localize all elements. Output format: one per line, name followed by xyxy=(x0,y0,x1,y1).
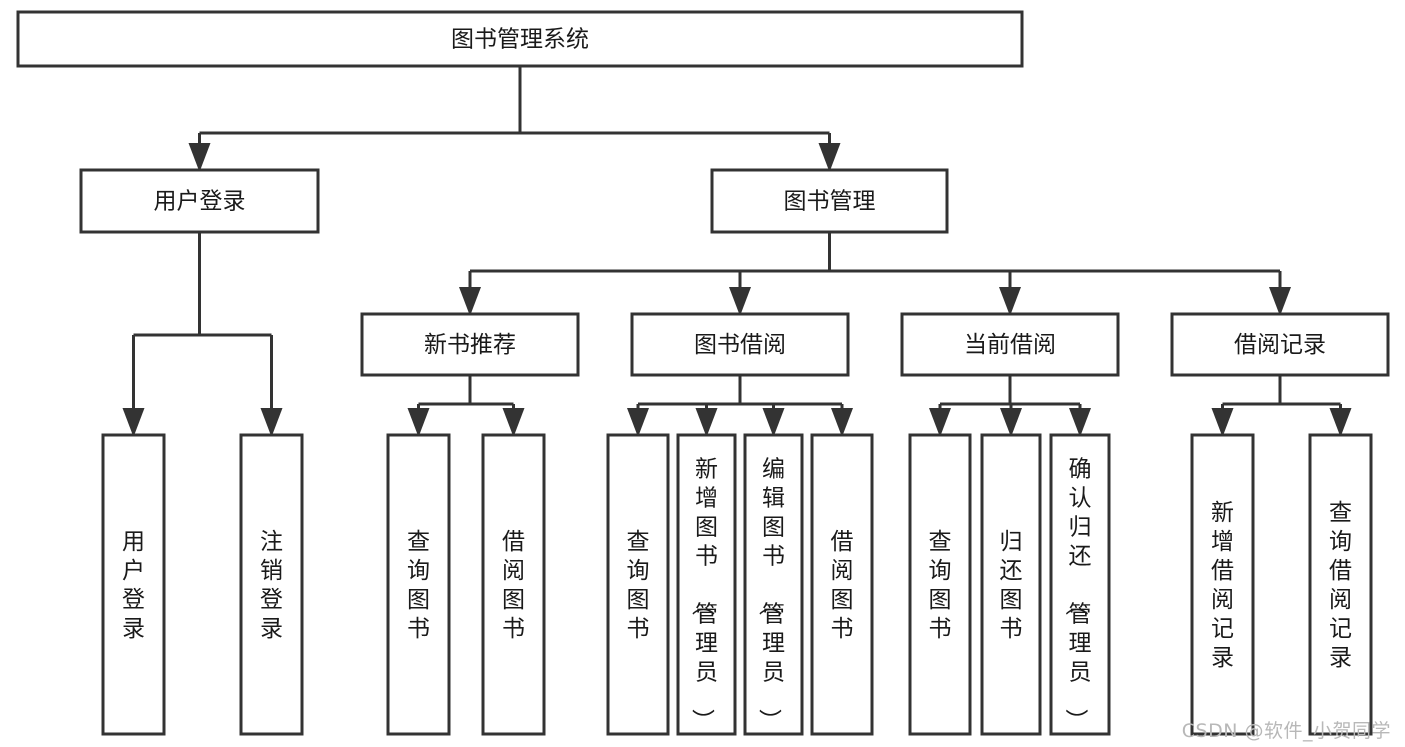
arrow-head-icon xyxy=(260,408,283,437)
node-book-manage[interactable]: 图书管理 xyxy=(710,168,949,234)
edge-group-book-manage-to-level2 xyxy=(459,232,1291,316)
node-leaf-return-book-box[interactable] xyxy=(980,433,1042,736)
arrow-head-icon xyxy=(1329,408,1352,437)
node-leaf-confirm-return[interactable]: 确认归还（管理员） xyxy=(1049,433,1111,736)
node-root-box[interactable] xyxy=(16,10,1024,68)
node-leaf-confirm-return-label: 确认归还（管理员） xyxy=(1063,457,1092,732)
node-leaf-query-borrow-record-box[interactable] xyxy=(1308,433,1373,736)
node-current-borrow[interactable]: 当前借阅 xyxy=(900,312,1120,377)
node-leaf-confirm-return-box[interactable] xyxy=(1049,433,1111,736)
node-new-book-recommend-box[interactable] xyxy=(360,312,580,377)
node-leaf-query-book-rec-box[interactable] xyxy=(386,433,451,736)
arrow-head-icon xyxy=(1211,408,1234,437)
node-leaf-edit-book[interactable]: 编辑图书（管理员） xyxy=(743,433,804,736)
node-leaf-user-logout-box[interactable] xyxy=(239,433,304,736)
arrow-head-icon xyxy=(502,408,525,437)
node-leaf-query-book-rec[interactable]: 查询图书 xyxy=(386,433,451,736)
arrow-head-icon xyxy=(729,287,751,316)
arrow-head-icon xyxy=(929,408,951,437)
watermark-text: CSDN @软件_小贺同学 xyxy=(1181,720,1391,742)
node-borrow-record-box[interactable] xyxy=(1170,312,1390,377)
node-leaf-borrow-book-rec[interactable]: 借阅图书 xyxy=(481,433,546,736)
node-leaf-return-book-label: 归还图书 xyxy=(1000,529,1023,642)
arrow-head-icon xyxy=(1269,287,1291,316)
node-book-manage-label: 图书管理 xyxy=(784,189,876,215)
arrow-head-icon xyxy=(762,408,785,437)
node-book-borrow[interactable]: 图书借阅 xyxy=(630,312,850,377)
nodes-layer: 图书管理系统用户登录图书管理新书推荐图书借阅当前借阅借阅记录用户登录注销登录查询… xyxy=(16,10,1390,736)
node-leaf-user-logout-label: 注销登录 xyxy=(260,529,283,642)
node-leaf-user-login-box[interactable] xyxy=(101,433,166,736)
node-leaf-query-book-cur-box[interactable] xyxy=(908,433,972,736)
node-leaf-edit-book-box[interactable] xyxy=(743,433,804,736)
edge-group-current-borrow-to-leaves xyxy=(929,375,1091,437)
node-user-login[interactable]: 用户登录 xyxy=(79,168,320,234)
node-leaf-user-login-label: 用户登录 xyxy=(122,529,145,642)
node-leaf-user-login[interactable]: 用户登录 xyxy=(101,433,166,736)
node-leaf-query-borrow-record-label: 查询借阅记录 xyxy=(1329,500,1352,671)
edge-group-borrow-record-to-leaves xyxy=(1211,375,1352,437)
node-book-manage-box[interactable] xyxy=(710,168,949,234)
node-current-borrow-box[interactable] xyxy=(900,312,1120,377)
node-leaf-query-borrow-record[interactable]: 查询借阅记录 xyxy=(1308,433,1373,736)
node-leaf-user-logout[interactable]: 注销登录 xyxy=(239,433,304,736)
node-leaf-borrow-book-box[interactable] xyxy=(810,433,874,736)
node-book-borrow-label: 图书借阅 xyxy=(694,332,786,358)
arrow-head-icon xyxy=(1000,408,1022,437)
arrow-head-icon xyxy=(459,287,481,316)
node-leaf-query-book-borrow-box[interactable] xyxy=(606,433,670,736)
edge-group-root-to-level1 xyxy=(188,66,841,172)
node-root-label: 图书管理系统 xyxy=(451,27,589,53)
node-leaf-add-borrow-record[interactable]: 新增借阅记录 xyxy=(1190,433,1255,736)
node-leaf-add-book-label: 新增图书（管理员） xyxy=(689,457,718,732)
arrow-head-icon xyxy=(1069,408,1091,437)
arrow-head-icon xyxy=(122,408,145,437)
node-leaf-query-book-cur[interactable]: 查询图书 xyxy=(908,433,972,736)
arrow-head-icon xyxy=(818,143,841,172)
node-borrow-record[interactable]: 借阅记录 xyxy=(1170,312,1390,377)
node-leaf-borrow-book-label: 借阅图书 xyxy=(831,529,854,642)
node-leaf-return-book[interactable]: 归还图书 xyxy=(980,433,1042,736)
edge-group-user-login-to-leaves xyxy=(122,232,283,437)
node-new-book-recommend-label: 新书推荐 xyxy=(424,332,516,358)
node-leaf-borrow-book-rec-box[interactable] xyxy=(481,433,546,736)
node-current-borrow-label: 当前借阅 xyxy=(964,332,1056,358)
node-book-borrow-box[interactable] xyxy=(630,312,850,377)
node-leaf-query-book-borrow-label: 查询图书 xyxy=(627,529,650,642)
node-leaf-query-book-cur-label: 查询图书 xyxy=(929,529,952,642)
edges-layer xyxy=(122,66,1352,437)
arrow-head-icon xyxy=(627,408,649,437)
node-leaf-borrow-book[interactable]: 借阅图书 xyxy=(810,433,874,736)
arrow-head-icon xyxy=(831,408,853,437)
node-leaf-query-book-borrow[interactable]: 查询图书 xyxy=(606,433,670,736)
arrow-head-icon xyxy=(999,287,1021,316)
arrow-head-icon xyxy=(407,408,430,437)
node-leaf-add-book-box[interactable] xyxy=(676,433,737,736)
edge-group-book-borrow-to-leaves xyxy=(627,375,853,437)
edge-group-new-book-to-leaves xyxy=(407,375,525,437)
node-leaf-query-book-rec-label: 查询图书 xyxy=(407,529,430,642)
node-leaf-add-book[interactable]: 新增图书（管理员） xyxy=(676,433,737,736)
node-leaf-add-borrow-record-box[interactable] xyxy=(1190,433,1255,736)
node-user-login-label: 用户登录 xyxy=(154,189,246,215)
arrow-head-icon xyxy=(188,143,211,172)
arrow-head-icon xyxy=(695,408,718,437)
node-leaf-add-borrow-record-label: 新增借阅记录 xyxy=(1211,500,1234,671)
node-root[interactable]: 图书管理系统 xyxy=(16,10,1024,68)
node-leaf-edit-book-label: 编辑图书（管理员） xyxy=(756,457,785,732)
node-leaf-borrow-book-rec-label: 借阅图书 xyxy=(502,529,525,642)
node-new-book-recommend[interactable]: 新书推荐 xyxy=(360,312,580,377)
node-user-login-box[interactable] xyxy=(79,168,320,234)
node-borrow-record-label: 借阅记录 xyxy=(1234,332,1326,358)
